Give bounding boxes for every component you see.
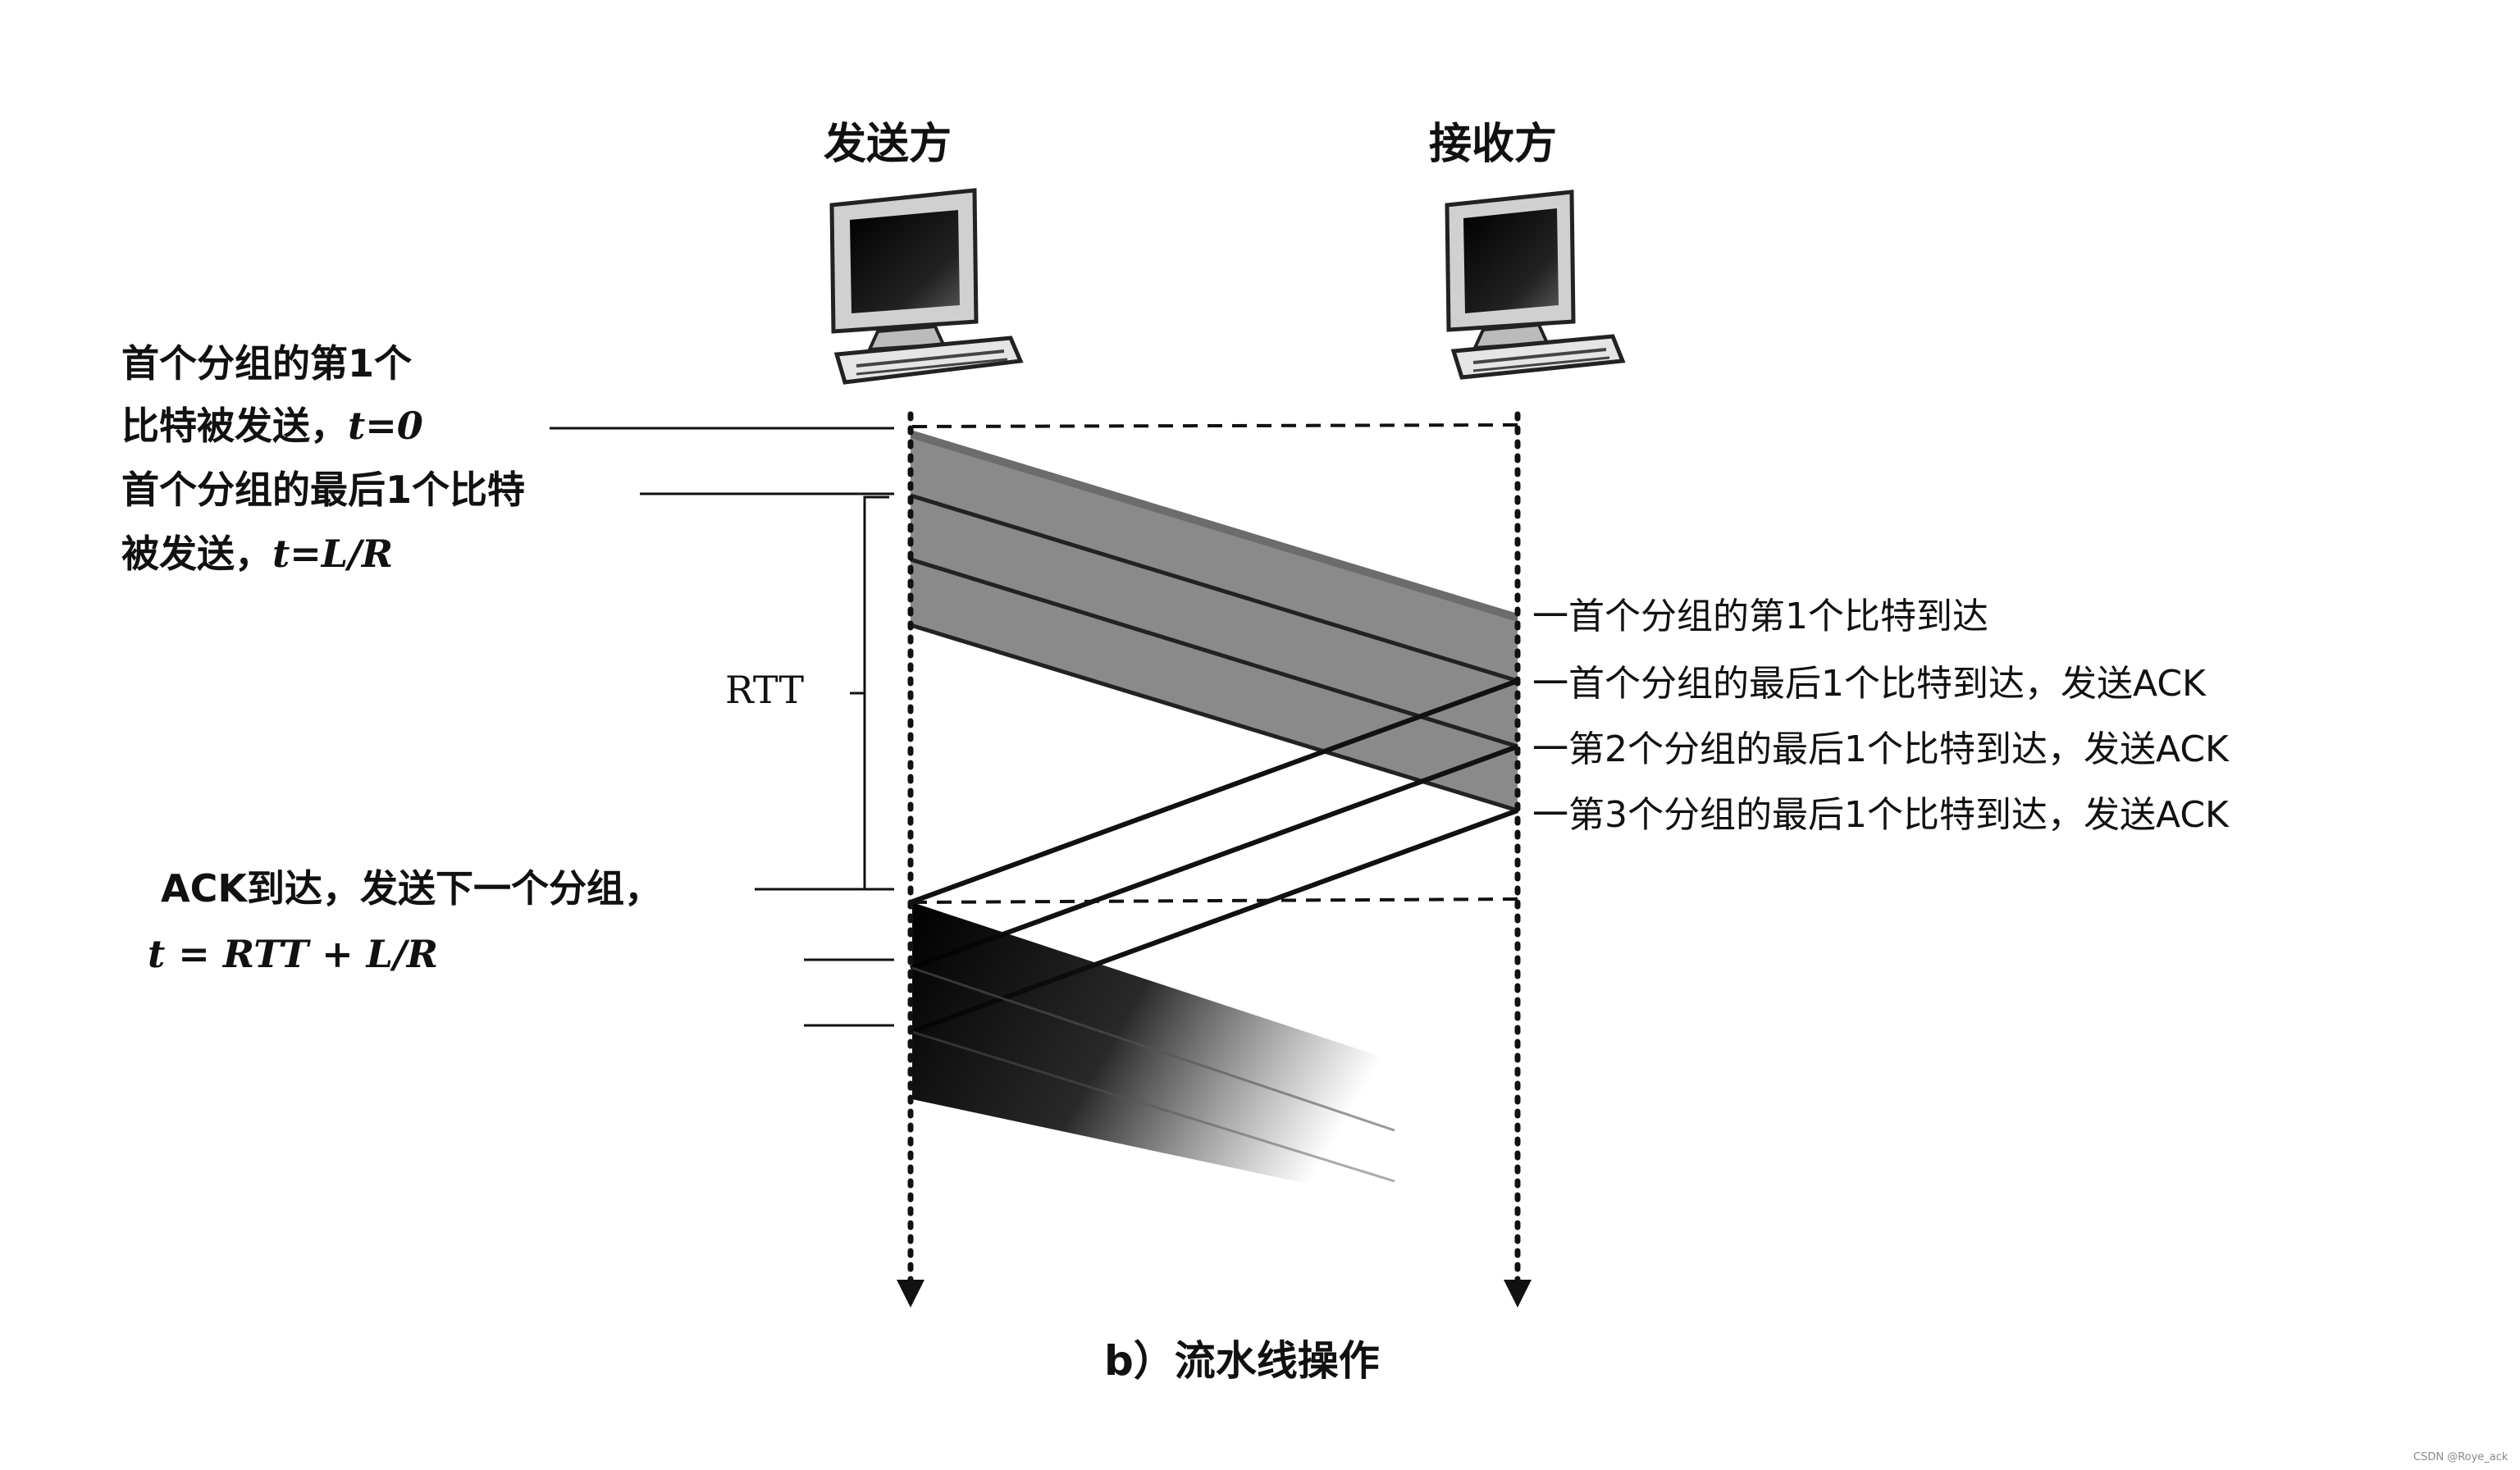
last-bit-sent-text: 被发送， [121,532,272,576]
packet-bands [910,430,1518,813]
ack-arrive-label-line1: ACK到达，发送下一个分组， [161,866,663,911]
watermark-credit: CSDN @Roye_ack [2413,1451,2509,1463]
sender-timeline-arrow-icon [897,1280,924,1308]
dashed-line-ack-arrive [911,897,1518,904]
first-bit-sent-label-line2: 比特被发送，t=0 [121,407,423,445]
rtt-bracket [850,495,889,891]
ack-arrive-label-time: t = RTT + L/R [148,932,439,976]
last-bit-sent-label-line1: 首个分组的最后1个比特 [121,468,526,512]
right-annotation-1: 一首个分组的第1个比特到达 [1532,596,1988,637]
packet-divider-3 [910,623,1518,813]
receiver-timeline-arrow-icon [1504,1280,1532,1308]
last-bit-sent-time: t=L/R [272,532,394,576]
right-annotation-2: 一首个分组的最后1个比特到达，发送ACK [1532,663,2206,705]
next-packets-band [911,902,1411,1206]
dashed-line-t0 [911,423,1518,428]
sender-computer-icon [829,188,1024,385]
last-bit-sent-label-line2: 被发送，t=L/R [121,535,393,573]
receiver-computer-icon [1445,189,1626,380]
packet-divider-1 [910,493,1518,683]
right-annotation-3: 一第2个分组的最后1个比特到达，发送ACK [1532,728,2229,770]
ack-line-1 [909,678,1519,905]
ack-line-2 [909,744,1519,970]
right-annotation-4: 一第3个分组的最后1个比特到达，发送ACK [1532,794,2229,836]
rtt-label: RTT [725,668,805,712]
sender-header: 发送方 [824,120,952,169]
receiver-header: 接收方 [1429,120,1558,169]
first-bit-sent-time: t=0 [348,404,423,448]
first-bit-sent-label-line1: 首个分组的第1个 [121,341,413,386]
figure-caption: b）流水线操作 [1104,1337,1380,1385]
first-bit-sent-text: 比特被发送， [121,404,348,448]
